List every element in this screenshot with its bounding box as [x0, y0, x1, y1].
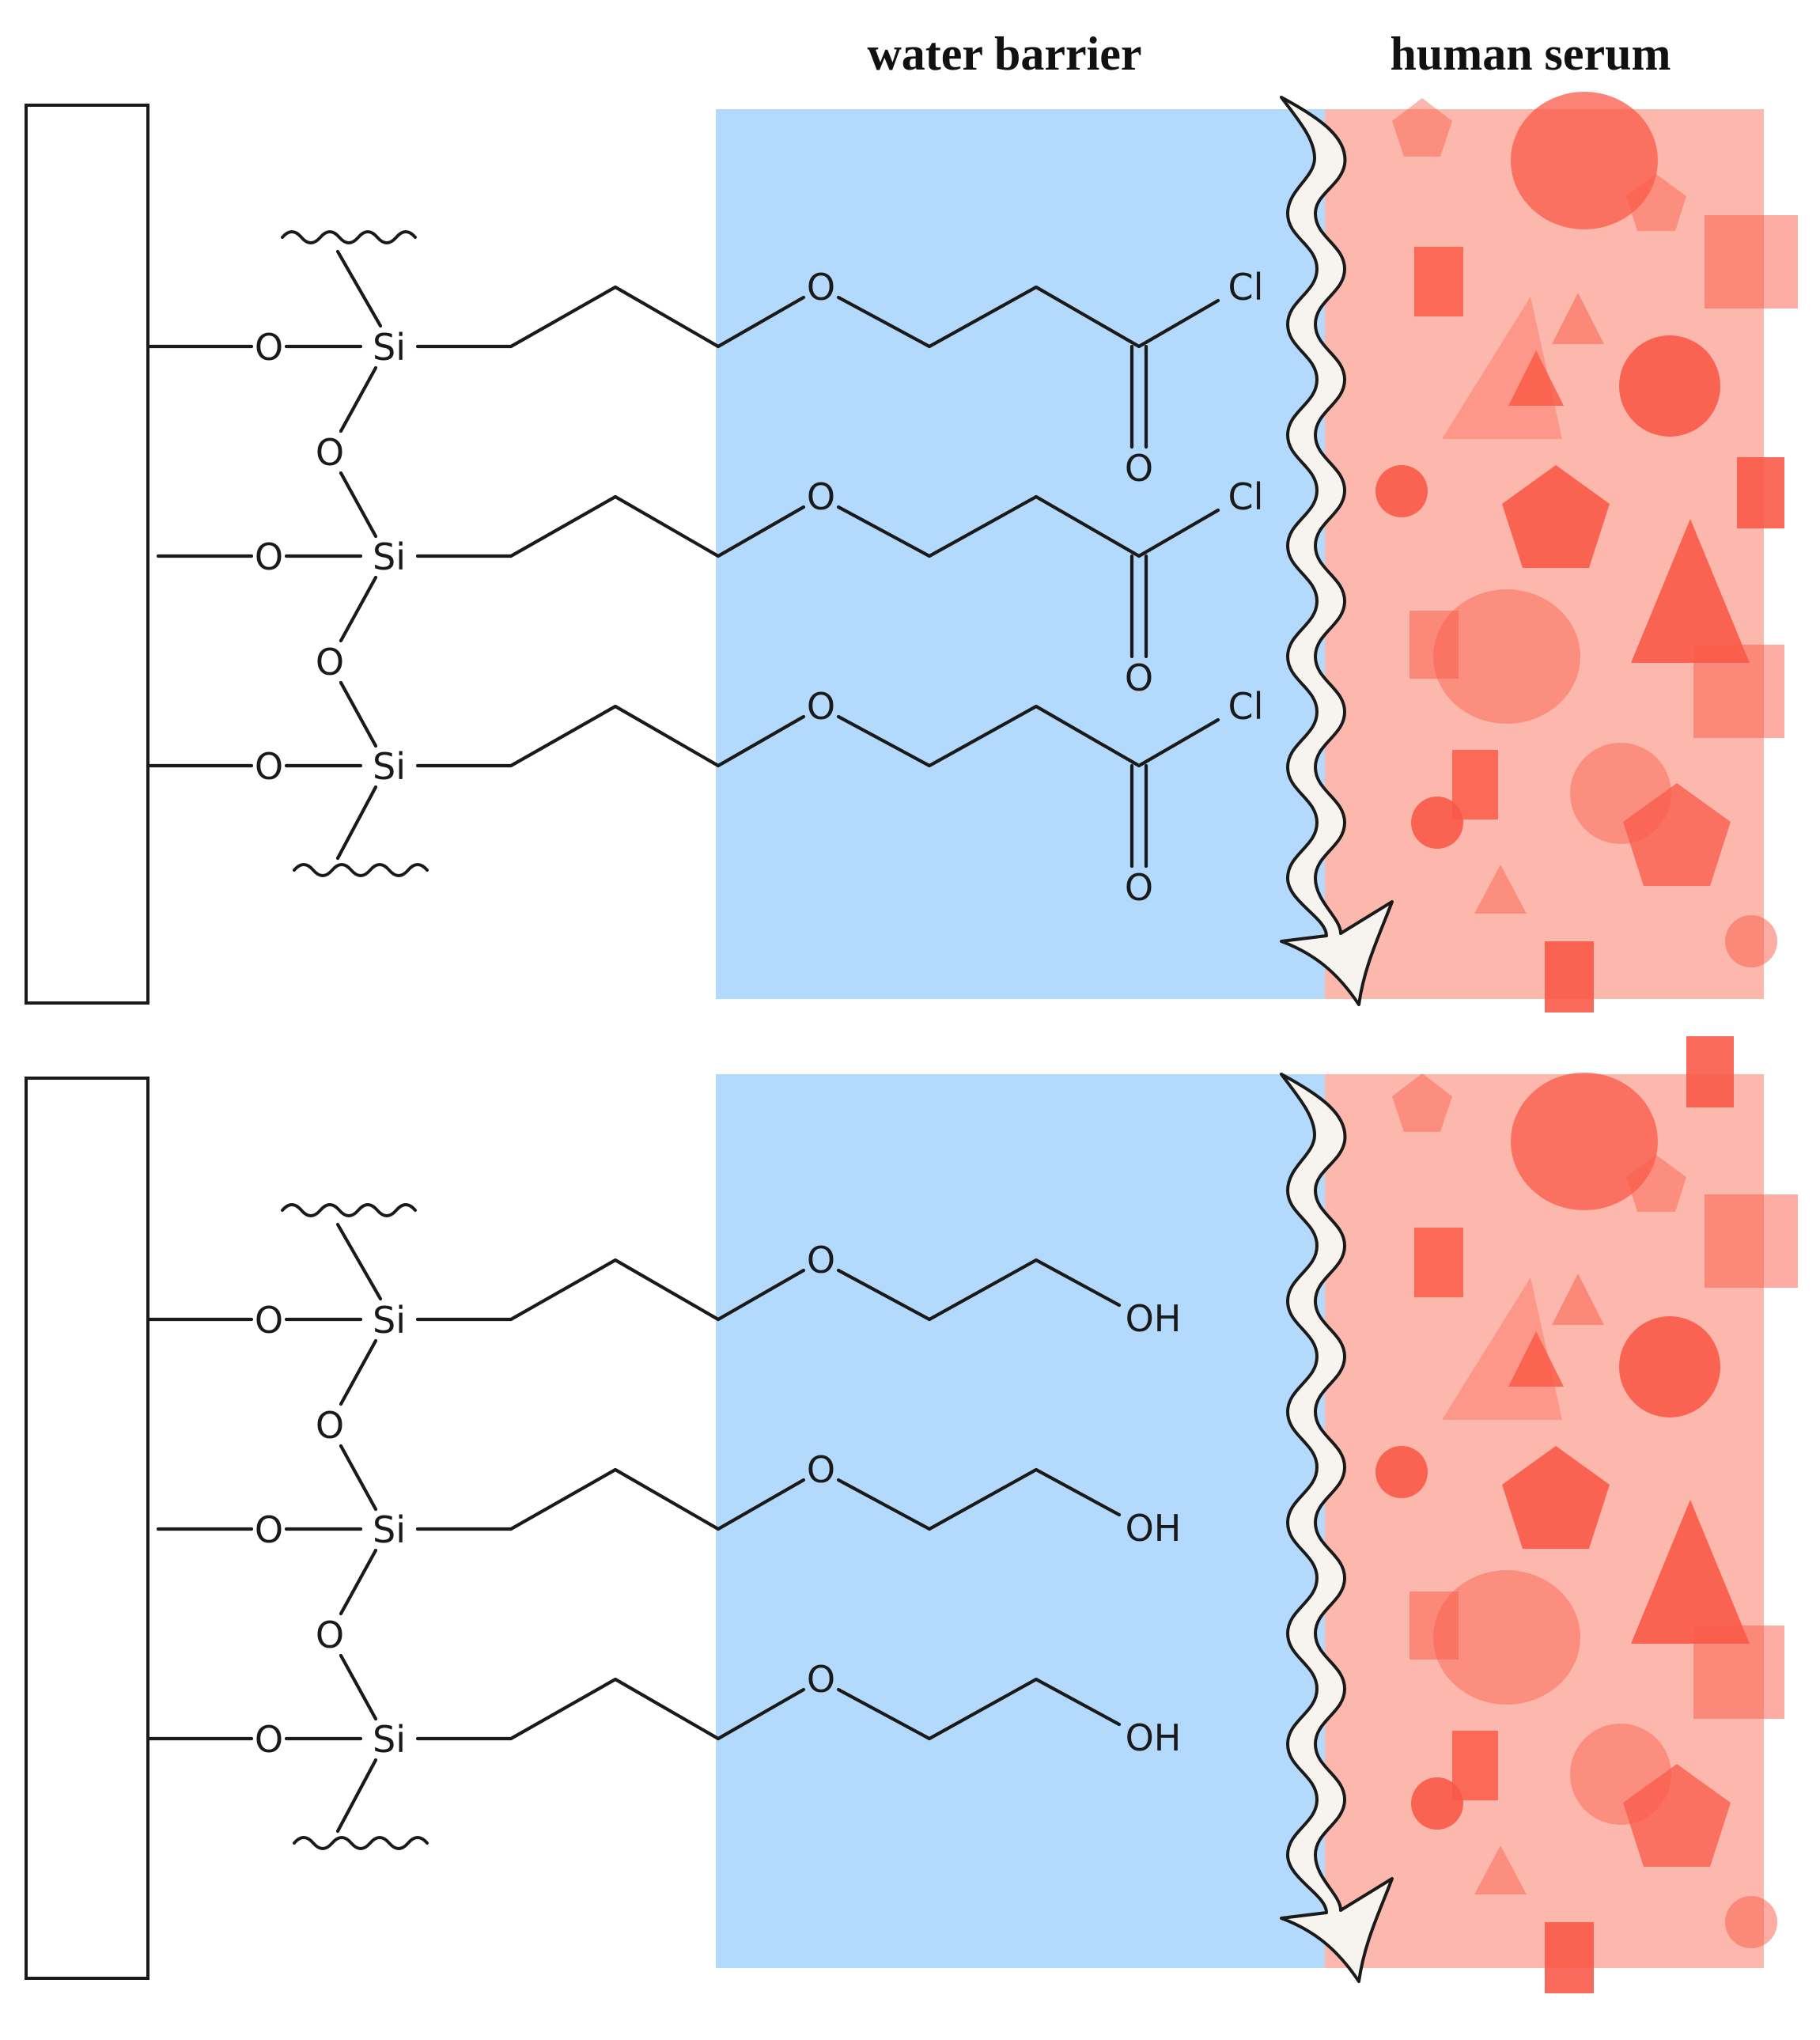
square-shape	[1693, 1626, 1784, 1719]
circle-shape	[1511, 92, 1658, 229]
circle-shape	[1619, 335, 1720, 437]
surface-oxygen-atom: O	[255, 1299, 283, 1342]
surface-oxygen-atom: O	[255, 1508, 283, 1551]
triangle-shape	[1631, 519, 1750, 663]
triangle-shape	[1552, 293, 1604, 344]
bridge-oxygen-atom: O	[316, 1614, 344, 1656]
square-shape	[1452, 1731, 1498, 1800]
square-shape	[1693, 645, 1784, 738]
triangle-shape	[1552, 1274, 1604, 1325]
hydroxyl-group: OH	[1126, 1297, 1182, 1340]
silicon-atom: Si	[373, 1718, 406, 1761]
surface-oxygen-atom: O	[255, 745, 283, 788]
square-shape	[1737, 457, 1784, 528]
circle-shape	[1725, 915, 1777, 967]
silicon-atom: Si	[373, 1508, 406, 1551]
circle-shape	[1511, 1073, 1658, 1210]
surface-oxygen-atom: O	[255, 1718, 283, 1761]
hydroxyl-group: OH	[1126, 1507, 1182, 1550]
water-barrier-label: water barrier	[867, 28, 1141, 80]
triangle-shape	[1474, 1845, 1527, 1894]
triangle-shape	[1508, 350, 1564, 406]
bridge-oxygen-atom: O	[316, 1404, 344, 1447]
square-shape	[1452, 750, 1498, 819]
water-barrier-region	[716, 109, 1329, 999]
pentagon-shape	[1623, 783, 1731, 886]
pentagon-shape	[1626, 174, 1686, 231]
silicon-atom: Si	[373, 1299, 406, 1342]
panel-acid-chloride: O Si O O Si O O Si O Cl O O Cl O O Cl O	[25, 92, 1798, 1012]
triangle-shape	[1631, 1500, 1750, 1644]
chlorine-atom: Cl	[1228, 685, 1264, 728]
circle-shape	[1411, 797, 1463, 849]
ether-oxygen-atom: O	[807, 1239, 835, 1281]
circle-shape	[1411, 1777, 1463, 1830]
serum-components	[1375, 92, 1798, 1012]
ether-oxygen-atom: O	[807, 266, 835, 308]
pentagon-shape	[1623, 1764, 1731, 1867]
square-shape	[1545, 1922, 1594, 1993]
triangle-shape	[1474, 865, 1527, 914]
pentagon-shape	[1502, 1446, 1610, 1549]
ether-oxygen-atom: O	[807, 685, 835, 728]
panel-hydroxyl: O Si O O Si O O Si O OH O OH O OH	[25, 1036, 1798, 1993]
bridge-oxygen-atom: O	[316, 641, 344, 683]
carbonyl-oxygen-atom: O	[1125, 866, 1153, 909]
square-shape	[1545, 941, 1594, 1012]
silicon-atom: Si	[373, 326, 406, 369]
pentagon-shape	[1392, 98, 1452, 157]
human-serum-label: human serum	[1390, 28, 1671, 80]
substrate-block	[25, 104, 149, 1005]
barrier-wave-arrow	[1280, 96, 1394, 1006]
ether-oxygen-atom: O	[807, 1658, 835, 1701]
triangle-shape	[1508, 1331, 1564, 1387]
pentagon-shape	[1392, 1073, 1452, 1132]
carbonyl-oxygen-atom: O	[1125, 447, 1153, 490]
chlorine-atom: Cl	[1228, 475, 1264, 518]
silicon-atom: Si	[373, 745, 406, 788]
circle-shape	[1433, 589, 1580, 724]
square-shape	[1414, 247, 1463, 316]
circle-shape	[1433, 1570, 1580, 1705]
square-shape	[1409, 1592, 1459, 1660]
water-barrier-region	[716, 1074, 1329, 1968]
surface-oxygen-atom: O	[255, 326, 283, 369]
carbonyl-oxygen-atom: O	[1125, 657, 1153, 699]
bridge-oxygen-atom: O	[316, 431, 344, 474]
serum-components	[1375, 1036, 1798, 1993]
surface-oxygen-atom: O	[255, 536, 283, 578]
pentagon-shape	[1502, 465, 1610, 568]
ether-oxygen-atom: O	[807, 475, 835, 518]
barrier-wave-arrow	[1280, 1073, 1394, 1983]
square-shape	[1686, 1036, 1734, 1107]
square-shape	[1705, 215, 1798, 308]
hydroxyl-group: OH	[1126, 1716, 1182, 1759]
circle-shape	[1375, 465, 1428, 517]
square-shape	[1705, 1194, 1798, 1288]
substrate-block	[25, 1077, 149, 1980]
square-shape	[1414, 1228, 1463, 1297]
square-shape	[1409, 611, 1459, 679]
silicon-atom: Si	[373, 536, 406, 578]
circle-shape	[1619, 1316, 1720, 1417]
circle-shape	[1375, 1446, 1428, 1498]
chlorine-atom: Cl	[1228, 266, 1264, 308]
circle-shape	[1725, 1896, 1777, 1948]
ether-oxygen-atom: O	[807, 1448, 835, 1491]
pentagon-shape	[1626, 1155, 1686, 1212]
